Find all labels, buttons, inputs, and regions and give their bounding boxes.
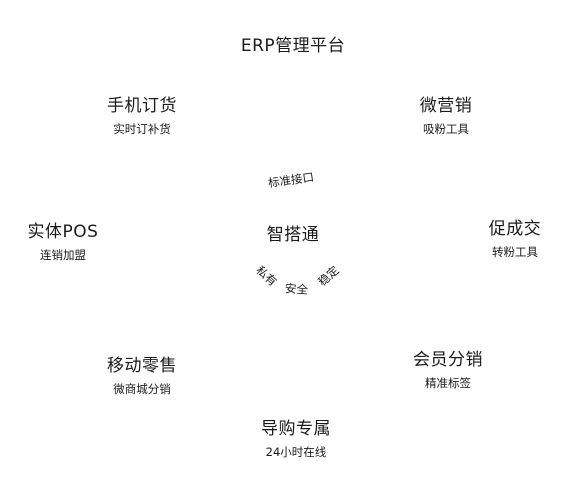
shopping-guide-node: 导购专属 24小时在线 bbox=[261, 418, 331, 459]
physical-pos-title: 实体POS bbox=[27, 222, 99, 242]
mobile-retail-subtitle: 微商城分销 bbox=[113, 382, 171, 396]
hub-ring-right-label: 稳定 bbox=[315, 263, 342, 289]
mobile-retail-title: 移动零售 bbox=[107, 356, 177, 376]
wechat-marketing-subtitle: 吸粉工具 bbox=[423, 122, 469, 136]
mobile-order-node: 手机订货 实时订补货 bbox=[107, 95, 177, 136]
hub-ring-middle-label: 安全 bbox=[284, 281, 309, 297]
mobile-order-title: 手机订货 bbox=[107, 96, 177, 116]
promotion-title: 促成交 bbox=[488, 219, 542, 239]
wechat-marketing-node: 微营销 吸粉工具 bbox=[420, 95, 473, 136]
mobile-order-subtitle: 实时订补货 bbox=[113, 122, 171, 136]
member-distribution-title: 会员分销 bbox=[413, 350, 483, 370]
physical-pos-node: 实体POS 连销加盟 bbox=[28, 221, 99, 262]
shopping-guide-title: 导购专属 bbox=[261, 419, 331, 439]
mobile-retail-node: 移动零售 微商城分销 bbox=[107, 355, 177, 396]
promotion-subtitle: 转粉工具 bbox=[492, 245, 538, 259]
member-distribution-subtitle: 精准标签 bbox=[425, 376, 471, 390]
hub-title: 智搭通 bbox=[266, 225, 320, 245]
member-distribution-node: 会员分销 精准标签 bbox=[413, 349, 483, 390]
erp-platform-node: ERP管理平台 bbox=[241, 35, 345, 57]
hub-ring-left-label: 私有 bbox=[253, 263, 280, 289]
physical-pos-subtitle: 连销加盟 bbox=[40, 248, 86, 262]
hub-ring-top-label: 标准接口 bbox=[267, 169, 315, 191]
shopping-guide-subtitle: 24小时在线 bbox=[265, 445, 327, 459]
promotion-node: 促成交 转粉工具 bbox=[489, 218, 542, 259]
erp-platform-title: ERP管理平台 bbox=[240, 36, 346, 56]
wechat-marketing-title: 微营销 bbox=[419, 96, 473, 116]
